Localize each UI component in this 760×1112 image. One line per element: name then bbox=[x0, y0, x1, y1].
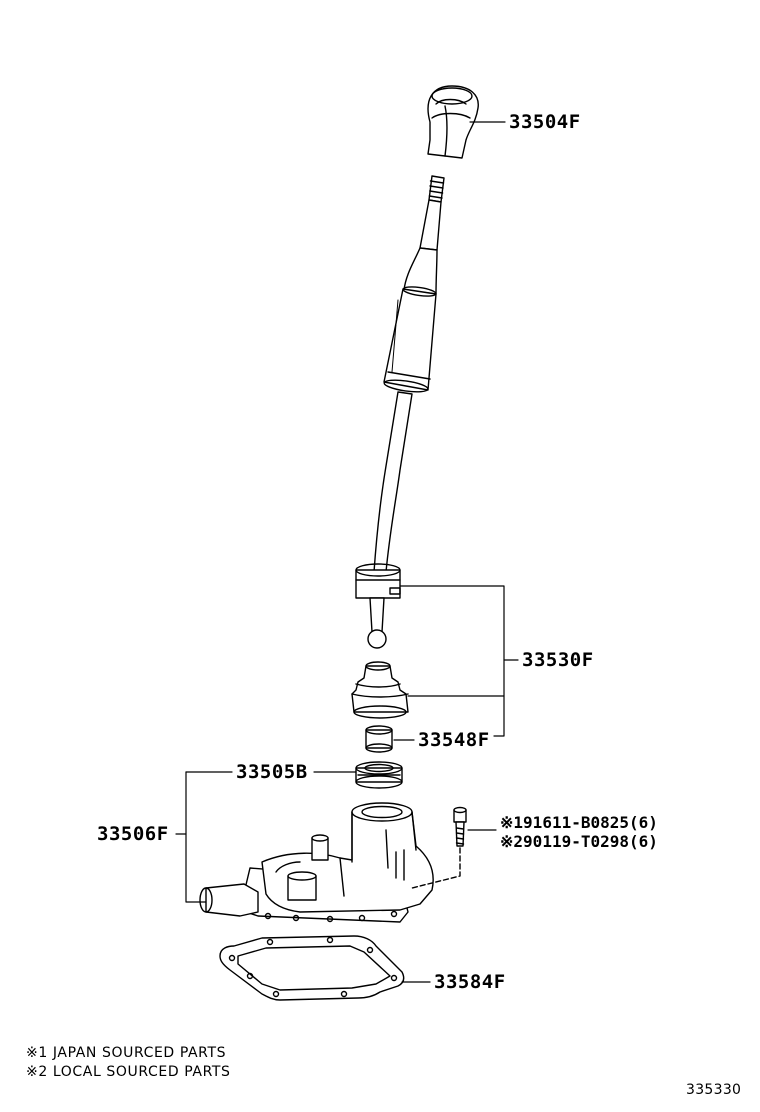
retainer-housing-drawing bbox=[199, 802, 434, 923]
shift-knob-drawing bbox=[427, 85, 479, 159]
bolt-quantity: (6) bbox=[629, 832, 658, 851]
bolt-part-number: 91611-B0825 bbox=[523, 813, 630, 832]
bolt-alignment-line bbox=[411, 847, 461, 889]
bolt-quantity: (6) bbox=[629, 813, 658, 832]
bolt-mark: ※1 bbox=[500, 813, 524, 832]
footnote-japan-sourced: ※1 JAPAN SOURCED PARTS bbox=[26, 1046, 226, 1060]
bolt-label-local: ※290119-T0298(6) bbox=[500, 834, 658, 850]
part-label-bushing: 33548F bbox=[418, 729, 490, 751]
footnote-local-sourced: ※2 LOCAL SOURCED PARTS bbox=[26, 1065, 231, 1079]
bolt-drawing bbox=[453, 806, 467, 847]
footnote-mark: ※2 bbox=[26, 1064, 48, 1080]
part-label-knob: 33504F bbox=[509, 111, 581, 133]
bolt-label-japan: ※191611-B0825(6) bbox=[500, 815, 658, 831]
shift-boot-drawing bbox=[351, 661, 409, 719]
seat-drawing bbox=[355, 761, 403, 789]
shift-lever-drawing bbox=[355, 175, 445, 649]
figure-number: 335330 bbox=[686, 1082, 742, 1098]
footnote-text: LOCAL SOURCED PARTS bbox=[52, 1064, 231, 1080]
part-label-seat: 33505B bbox=[236, 761, 308, 783]
bushing-drawing bbox=[365, 725, 393, 753]
part-label-gasket: 33584F bbox=[434, 971, 506, 993]
gasket-drawing bbox=[219, 935, 405, 1001]
footnote-text: JAPAN SOURCED PARTS bbox=[52, 1045, 227, 1061]
bolt-mark: ※2 bbox=[500, 832, 524, 851]
part-label-lever: 33530F bbox=[522, 649, 594, 671]
part-label-retainer: 33506F bbox=[97, 823, 169, 845]
bolt-part-number: 90119-T0298 bbox=[523, 832, 630, 851]
leader-lines bbox=[175, 121, 519, 983]
footnote-mark: ※1 bbox=[26, 1045, 48, 1061]
